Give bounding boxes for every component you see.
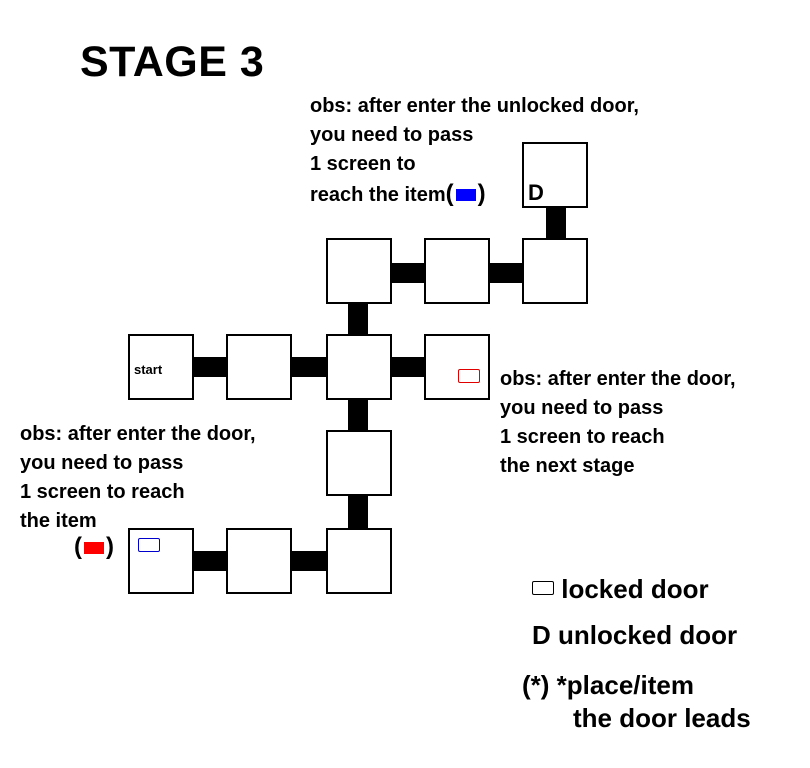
room-start: start: [128, 334, 194, 400]
note-top-paren-close: ): [477, 180, 486, 207]
locked-door-blue-icon: [138, 538, 160, 552]
connector-center-east: [390, 357, 424, 377]
note-left-paren-close: ): [106, 533, 114, 560]
connector-center-south: [348, 400, 368, 434]
note-left-marker: (): [74, 532, 114, 561]
room-bottom-mid: [226, 528, 292, 594]
locked-door-red-icon: [458, 369, 480, 383]
room-bottom-left: [128, 528, 194, 594]
legend-star-symbol: (*): [522, 670, 550, 700]
unlocked-door-label: D: [528, 180, 544, 205]
locked-door-legend-icon: [532, 581, 554, 595]
connector-center-north: [348, 304, 368, 338]
legend-unlocked-symbol: D: [532, 620, 551, 650]
connector-bottom-1-2: [194, 551, 228, 571]
note-left-line-4: the item: [20, 510, 97, 532]
legend-unlocked: D unlocked door: [532, 620, 737, 651]
connector-start-r1: [194, 357, 228, 377]
connector-south-bottom: [348, 496, 368, 530]
room-north: [326, 238, 392, 304]
note-top-line-4: reach the item(): [310, 179, 639, 208]
red-item-marker-icon: [84, 542, 104, 554]
room-center: [326, 334, 392, 400]
room-north-2: [424, 238, 490, 304]
note-top-line-1: obs: after enter the unlocked door,: [310, 95, 639, 117]
note-top-paren-open: (: [445, 180, 454, 207]
note-right-line-2: you need to pass: [500, 397, 664, 419]
note-left-line-2: you need to pass: [20, 452, 184, 474]
note-right-line-1: obs: after enter the door,: [500, 368, 736, 390]
connector-bottom-2-3: [292, 551, 326, 571]
connector-top-to-unlocked: [546, 208, 566, 242]
note-right: obs: after enter the door, you need to p…: [500, 365, 736, 481]
legend-locked-label: locked door: [561, 574, 709, 604]
note-top-line-3: 1 screen to: [310, 153, 416, 175]
blue-item-marker-icon: [455, 189, 476, 201]
note-right-line-3: 1 screen to reach: [500, 426, 665, 448]
room-west: [226, 334, 292, 400]
legend-star-line-2: the door leads: [573, 703, 751, 733]
connector-top-1-2: [390, 263, 424, 283]
note-left: obs: after enter the door, you need to p…: [20, 420, 256, 536]
note-left-paren-open: (: [74, 533, 82, 560]
legend-star-line-1: *place/item: [556, 670, 694, 700]
room-north-3: [522, 238, 588, 304]
note-top-line-4-text: reach the item: [310, 184, 446, 206]
connector-top-2-3: [488, 263, 524, 283]
connector-r1-center: [292, 357, 326, 377]
note-left-line-1: obs: after enter the door,: [20, 423, 256, 445]
note-top: obs: after enter the unlocked door, you …: [310, 92, 639, 208]
legend-locked: locked door: [532, 574, 709, 605]
note-right-line-4: the next stage: [500, 455, 635, 477]
room-south-bottom: [326, 528, 392, 594]
legend-unlocked-label: unlocked door: [558, 620, 738, 650]
room-unlocked: D: [522, 142, 588, 208]
note-top-line-2: you need to pass: [310, 124, 474, 146]
room-south: [326, 430, 392, 496]
legend-star: (*) *place/item: [522, 670, 694, 701]
start-label: start: [134, 362, 163, 377]
note-left-line-3: 1 screen to reach: [20, 481, 185, 503]
room-east: [424, 334, 490, 400]
page-title: STAGE 3: [80, 38, 265, 86]
